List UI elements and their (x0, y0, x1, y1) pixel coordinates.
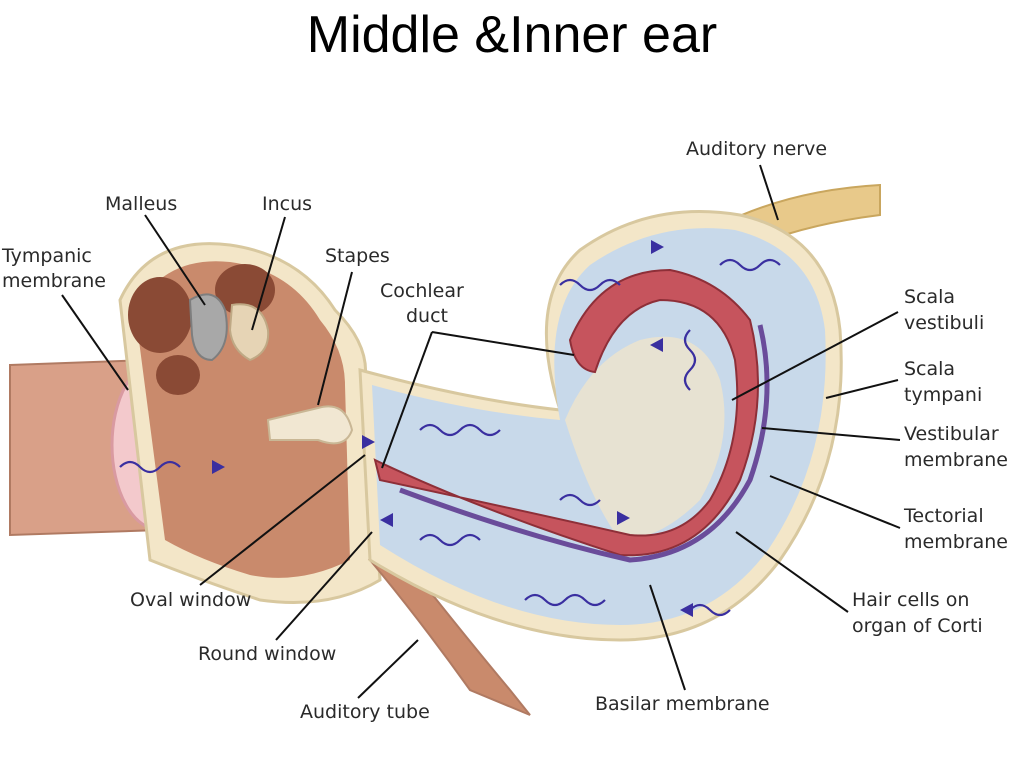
label-cochlear-duct: duct (406, 305, 448, 327)
leader-line (759, 164, 779, 221)
leader-line (649, 584, 686, 691)
flow-arrow (651, 240, 664, 254)
label-cochlear-duct: Cochlear (380, 280, 464, 302)
label-incus: Incus (262, 193, 312, 215)
label-vestibular-membrane: Vestibular (904, 423, 999, 445)
mastoid-chamber (156, 355, 200, 395)
label-hair-cells: organ of Corti (852, 615, 983, 637)
leader-line (769, 475, 901, 529)
leader-line (431, 331, 575, 356)
ear-illustration: Auditory nerve Malleus Incus Tympanic me… (1, 138, 1008, 723)
leader-line (61, 294, 129, 391)
flow-arrow (650, 338, 663, 352)
leader-line (275, 531, 373, 641)
wave-line (683, 329, 697, 391)
label-oval-window: Oval window (130, 589, 251, 611)
label-scala-vestibuli: vestibuli (904, 312, 984, 334)
label-basilar-membrane: Basilar membrane (595, 693, 770, 715)
label-scala-tympani: tympani (904, 384, 982, 406)
incus-bone (228, 303, 270, 362)
leader-line (317, 271, 353, 406)
label-tectorial-membrane: Tectorial (903, 505, 984, 527)
flow-arrow (380, 513, 393, 527)
leader-line (761, 427, 901, 441)
leader-line (731, 311, 899, 401)
leader-line (735, 531, 849, 613)
wave-line (559, 493, 601, 507)
wave-line (524, 593, 606, 607)
label-auditory-tube: Auditory tube (300, 701, 430, 723)
wave-line (719, 258, 781, 272)
cochlea-core (565, 336, 725, 540)
wave-line (419, 533, 481, 547)
label-scala-vestibuli: Scala (904, 286, 955, 308)
auditory-tube-shape (367, 559, 531, 716)
middle-ear-tissue (135, 261, 350, 578)
page-title: Middle &Inner ear (306, 6, 718, 64)
label-stapes: Stapes (325, 245, 390, 267)
mastoid-chamber (128, 277, 192, 353)
leader-line (144, 214, 206, 306)
label-tectorial-membrane: membrane (904, 531, 1008, 553)
leader-line (381, 331, 433, 469)
label-auditory-nerve: Auditory nerve (686, 138, 827, 160)
flow-arrow (617, 511, 630, 525)
leader-line (825, 379, 899, 399)
flow-arrow (680, 603, 693, 617)
malleus-bone (188, 293, 228, 362)
wave-line (559, 278, 621, 292)
label-malleus: Malleus (105, 193, 177, 215)
leader-line (199, 454, 366, 586)
basilar-membrane-shape (399, 324, 770, 563)
label-tympanic-membrane: membrane (2, 270, 106, 292)
label-hair-cells: Hair cells on (852, 589, 969, 611)
leader-line (251, 216, 286, 331)
leader-line (357, 639, 419, 699)
flow-arrow (212, 460, 225, 474)
wave-line (119, 460, 181, 474)
flow-arrow (362, 435, 375, 449)
wave-line (419, 423, 501, 437)
label-scala-tympani: Scala (904, 358, 955, 380)
label-tympanic-membrane: Tympanic (1, 245, 92, 267)
stapes-bone (266, 405, 354, 445)
wave-line (689, 603, 731, 617)
label-vestibular-membrane: membrane (904, 449, 1008, 471)
cochlear-duct-shape (373, 268, 759, 557)
ear-diagram: Auditory nerve Malleus Incus Tympanic me… (0, 120, 1024, 760)
label-round-window: Round window (198, 643, 336, 665)
